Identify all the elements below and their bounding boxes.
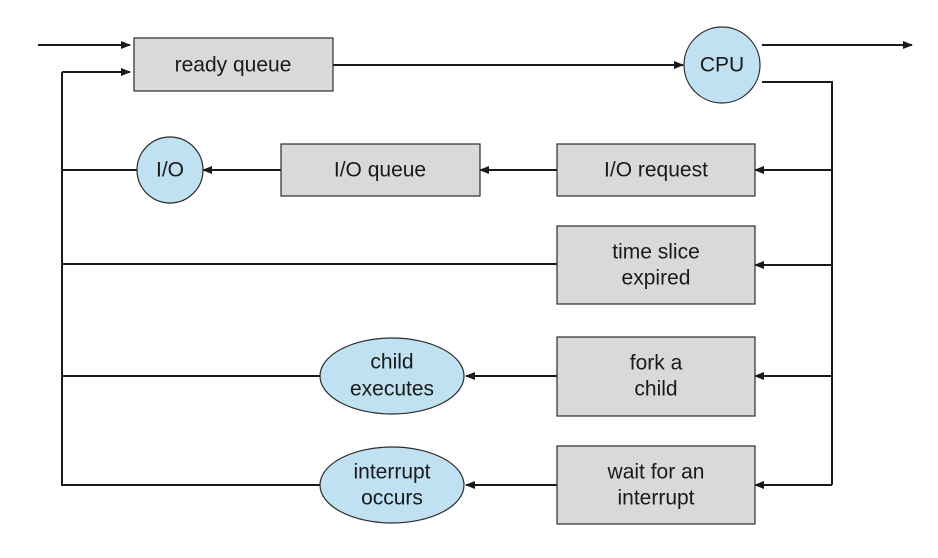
ready-queue-box (133, 37, 334, 92)
interrupt-occurs-label-line1: interrupt (353, 461, 430, 484)
wait-interrupt-label-line2: interrupt (617, 487, 694, 510)
cpu-distribution-line (762, 81, 833, 485)
io-request-box (556, 143, 756, 197)
wait-interrupt-box (556, 445, 756, 525)
fork-child-box (556, 336, 756, 417)
io-request-node: I/O request (556, 143, 756, 197)
io-circle (136, 136, 204, 204)
cpu-circle (683, 26, 761, 104)
io-request-label: I/O request (604, 159, 708, 182)
io-queue-node: I/O queue (280, 143, 481, 197)
fork-child-label-line2: child (634, 378, 677, 401)
time-slice-node: time slice expired (556, 225, 756, 305)
time-slice-label-line2: expired (622, 267, 691, 290)
wait-interrupt-label-line1: wait for an (607, 461, 705, 484)
fork-child-label-line1: fork a (630, 352, 683, 375)
io-node: I/O (136, 136, 204, 204)
io-queue-label: I/O queue (334, 159, 426, 182)
fork-child-node: fork a child (556, 336, 756, 417)
ready-queue-node: ready queue (133, 37, 334, 92)
child-executes-node: child executes (319, 337, 465, 415)
interrupt-occurs-node: interrupt occurs (319, 446, 465, 524)
child-executes-label-line2: executes (350, 378, 434, 401)
cpu-label: CPU (700, 54, 744, 77)
ready-queue-label: ready queue (175, 54, 292, 77)
io-queue-box (280, 143, 481, 197)
child-executes-ellipse (319, 337, 465, 415)
time-slice-label-line1: time slice (612, 241, 700, 264)
interrupt-occurs-label-line2: occurs (361, 487, 423, 510)
cpu-node: CPU (683, 26, 761, 104)
connectors (38, 41, 913, 489)
child-executes-label-line1: child (370, 351, 413, 374)
interrupt-occurs-ellipse (319, 446, 465, 524)
io-label: I/O (156, 159, 184, 182)
return-bus-line (61, 72, 320, 486)
wait-interrupt-node: wait for an interrupt (556, 445, 756, 525)
time-slice-box (556, 225, 756, 305)
